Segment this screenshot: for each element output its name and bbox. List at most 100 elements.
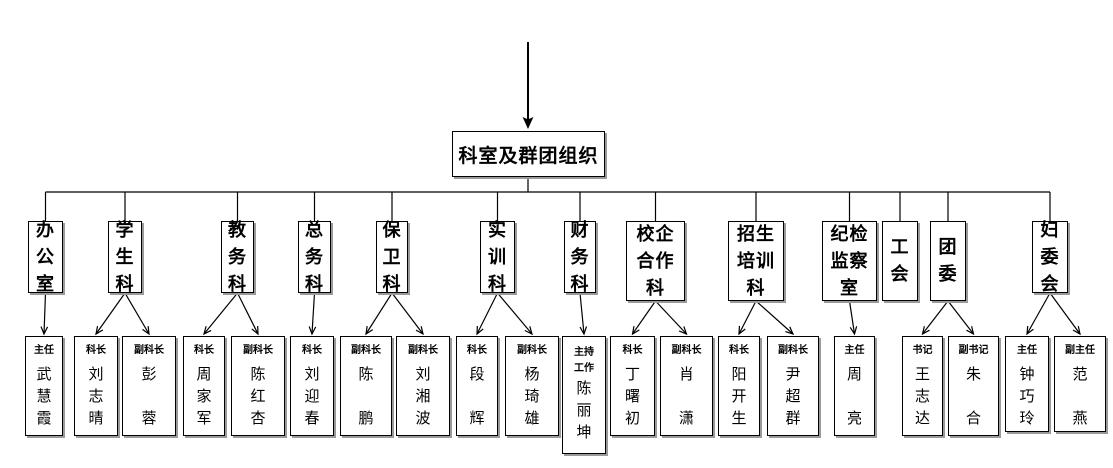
person-title-text: 主持 [574,347,594,358]
dept-label-line: 会 [1040,273,1060,295]
dept-label-line: 训 [488,246,507,268]
dept-label-line: 办 [36,219,55,241]
person-arrow-head [365,325,373,336]
person-box: 副科长陈红杏 [231,336,285,436]
top-arrow-head [522,117,534,129]
person-name-char [147,385,152,407]
person-box: 主持工作陈丽坤 [562,336,606,454]
person-name-char: 刘 [88,365,104,383]
person-title-text: 副书记 [958,345,989,356]
person-name: 朱 合 [966,363,981,429]
dept-box-shixunke: 实训科 [480,220,515,295]
person-name-char: 鹏 [358,409,374,427]
person-name-char: 陈 [358,365,374,383]
root-label: 科室及群团组织 [458,144,599,167]
person-name-char: 潇 [678,409,694,427]
person-connector [476,292,499,335]
person-name-char [364,385,369,407]
person-name-char: 开 [731,387,747,405]
person-box: 科长刘志晴 [74,336,118,436]
person-name-char: 军 [196,409,212,427]
person-name-char: 霞 [36,409,52,427]
person-connector [236,292,259,335]
person-name-char: 慧 [36,387,52,405]
dept-label-line: 科 [646,277,665,299]
person-name: 陈丽坤 [576,377,591,443]
person-box: 副主任范 燕 [1054,336,1106,432]
person-name: 周 亮 [847,363,862,429]
person-name-char: 周 [846,365,862,383]
dept-label-line: 科 [488,273,507,295]
person-box: 科长刘迎春 [290,336,334,436]
person-box: 副科长尹超群 [767,336,819,436]
person-title: 副科长 [134,345,164,357]
person-box: 科长周家军 [183,336,225,436]
person-box: 主任钟巧玲 [1005,336,1049,432]
person-name-char: 杨 [524,365,540,383]
dept-label-line: 招生 [737,223,775,245]
person-connector [497,292,533,335]
person-arrow-head [678,326,688,336]
person-title-text: 科长 [467,345,487,356]
person-title-text: 书记 [912,345,933,356]
person-connector [922,300,949,335]
dept-label-line: 妇 [1040,219,1060,241]
person-title-text: 科长 [729,345,749,356]
person-name-char: 家 [196,387,212,405]
person-name-char: 蓉 [141,409,157,427]
person-connector [311,292,316,335]
person-name-char: 段 [469,365,485,383]
person-title-text: 副主任 [1065,345,1095,356]
person-name-char: 亮 [846,409,862,427]
person-title: 主任 [1017,345,1037,357]
person-name-char: 超 [785,387,801,405]
dept-label-line: 务 [228,246,247,268]
person-name-char: 合 [965,409,981,427]
person-title: 副科长 [243,345,273,357]
person-arrow-head [631,326,640,336]
person-title-text: 副科长 [243,345,273,356]
person-name-char: 刘 [415,365,431,383]
person-name-char: 晴 [88,409,104,427]
person-name-char: 曙 [624,387,640,405]
person-box: 副科长杨琦雄 [505,336,559,436]
person-arrow-head [1072,326,1081,336]
dept-label-line: 科 [305,273,324,295]
person-title: 副科长 [408,345,438,357]
person-name-char: 生 [731,409,747,427]
person-arrow-head [95,326,104,336]
person-name: 钟巧玲 [1019,363,1034,429]
dept-label-line: 科 [228,273,247,295]
person-name-char [852,385,857,407]
person-box: 副科长肖 潇 [660,336,713,436]
dept-label-line: 校企 [636,223,675,245]
dept-label-line: 保 [382,219,402,241]
dept-box-bangongshi: 办公室 [28,220,63,295]
person-name: 陈 鹏 [358,363,373,429]
person-connector [655,300,687,335]
person-name-char: 阳 [731,365,747,383]
dept-box-gonghui: 工会 [882,221,918,301]
person-name-char [684,385,689,407]
person-name: 丁曙初 [625,363,640,429]
person-name: 王志达 [915,363,930,429]
dept-box-xiaoqihezuoke: 校企合作科 [626,221,685,301]
person-arrow-head [524,326,533,336]
person-title: 副书记 [959,345,989,357]
person-arrow-head [142,325,150,336]
person-title: 科长 [623,345,643,357]
person-name-char: 志 [914,387,930,405]
person-name: 彭 蓉 [141,363,156,429]
person-name-char: 达 [914,409,930,427]
dept-label-line: 纪检 [830,223,869,245]
person-title-text: 科长 [86,345,106,356]
person-box: 科长丁曙初 [610,336,655,436]
person-name-char: 志 [88,387,104,405]
person-name-char: 武 [36,365,52,383]
person-box: 主任武慧霞 [25,336,63,436]
dept-label-line: 生 [115,246,135,268]
person-name-char: 朱 [965,365,981,383]
person-name: 范 燕 [1072,363,1087,429]
person-box: 副书记朱 合 [948,336,999,436]
person-arrow-head [308,326,317,336]
